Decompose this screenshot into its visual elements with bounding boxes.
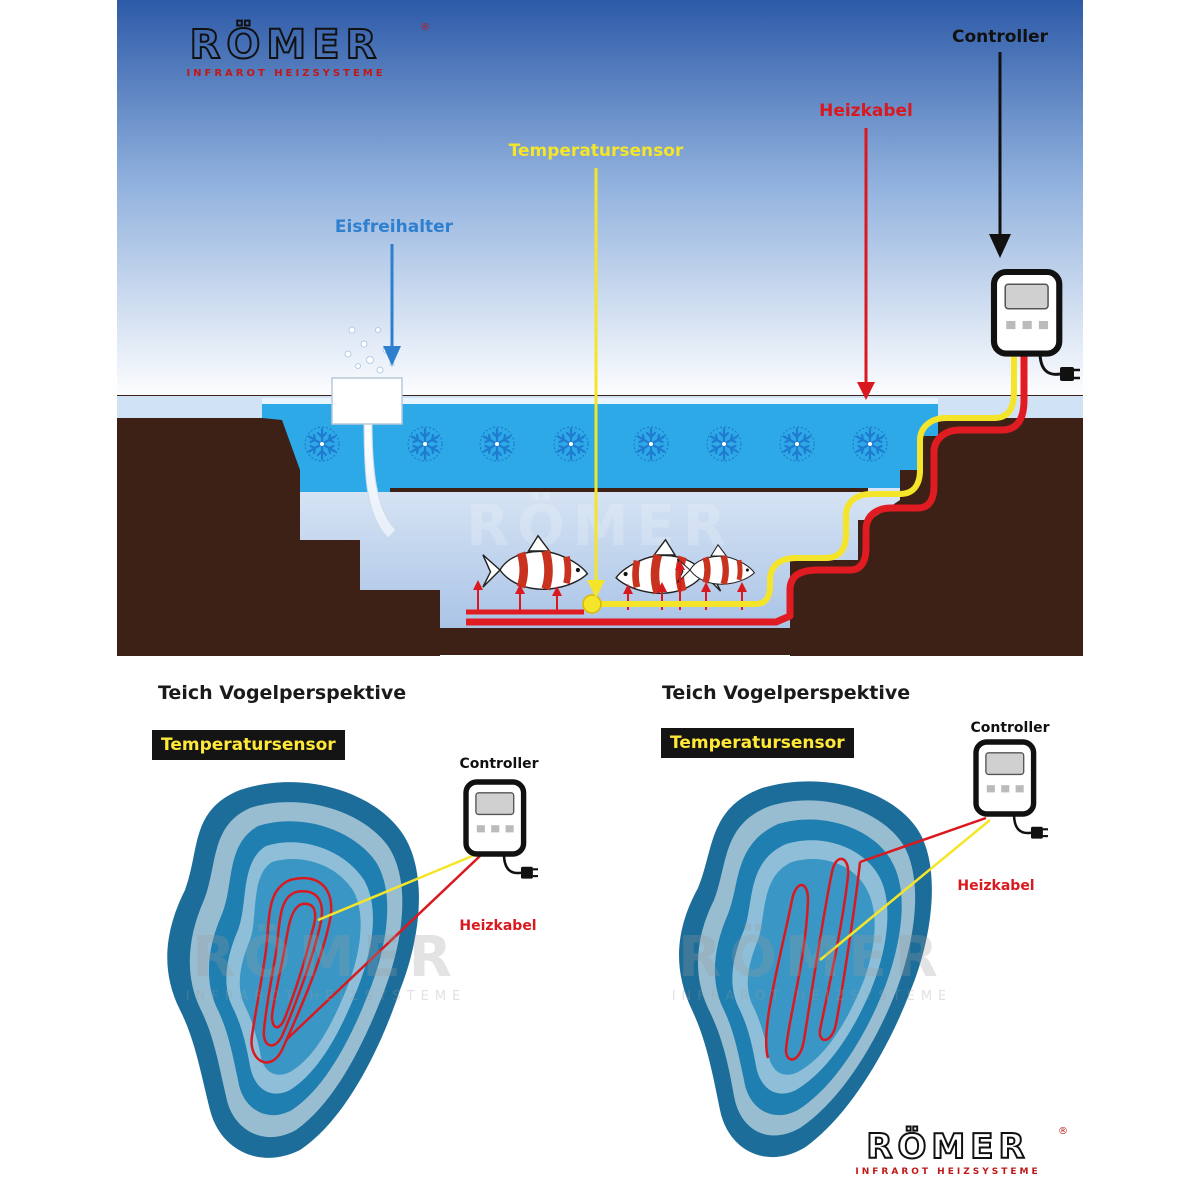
earth-right-steps [790,418,1083,656]
controller-icon [994,272,1059,354]
ice-preventer-device [331,326,403,539]
watermark-logo: RÖMER [466,494,734,559]
cross-section: RÖMER [117,0,1083,656]
top-view-left: Heizkabel Controller RÖMER INFRAROT HEIZ… [167,756,540,1158]
heating-cable-loops-left [250,876,333,1064]
earth-left-steps [117,418,440,656]
controller-icon [466,782,524,854]
label-temperature-sensor-right: Temperatursensor [661,728,854,758]
sky-background [117,0,1083,400]
title-top-view-left: Teich Vogelperspektive [158,682,407,704]
heating-cable-left [285,855,481,1041]
label-temperature-sensor: Temperatursensor [509,141,684,161]
label-controller-left: Controller [459,756,538,772]
plug-icon [1012,812,1050,840]
sensor-cable-left [317,850,483,922]
temperature-sensor-dot [582,594,602,614]
label-controller: Controller [952,27,1049,47]
registered-mark: ® [1058,1126,1068,1137]
top-view-right: Heizkabel Controller RÖMER INFRAROT HEIZ… [672,720,1050,1158]
brand-logo-top: RÖMER ® INFRAROT HEIZSYSTEME [186,19,430,79]
label-temperature-sensor-left: Temperatursensor [152,730,345,760]
watermark-logo-left: RÖMER [192,925,460,990]
label-heating-cable-left: Heizkabel [459,918,536,934]
label-heating-cable: Heizkabel [819,101,913,121]
ice-top [262,398,938,404]
sensor-cable-right [819,819,991,961]
brand-name: RÖMER [190,20,383,68]
deep-water [300,488,900,628]
watermark-tagline-right: INFRAROT HEIZSYSTEME [672,989,953,1004]
sensor-cable [592,352,1017,607]
label-controller-right: Controller [970,720,1049,736]
label-heating-cable-right: Heizkabel [957,878,1034,894]
brand-tagline: INFRAROT HEIZSYSTEME [855,1167,1040,1177]
ice-layer [262,398,938,492]
plug-icon [502,852,540,880]
registered-mark: ® [420,22,430,33]
watermark-logo-right: RÖMER [678,925,946,990]
watermark-tagline-left: INFRAROT HEIZSYSTEME [186,989,467,1004]
heating-cable-right [859,816,987,864]
brand-tagline: INFRAROT HEIZSYSTEME [186,68,385,79]
brand-logo-bottom: RÖMER ® INFRAROT HEIZSYSTEME [855,1125,1068,1177]
controller-icon [976,742,1034,814]
brand-name: RÖMER [866,1126,1029,1167]
callout-arrows [383,52,1011,598]
heating-cable [466,352,1028,626]
heating-cable-loops-right [764,857,862,1061]
label-ice-preventer: Eisfreihalter [335,217,454,237]
title-top-view-right: Teich Vogelperspektive [662,682,911,704]
